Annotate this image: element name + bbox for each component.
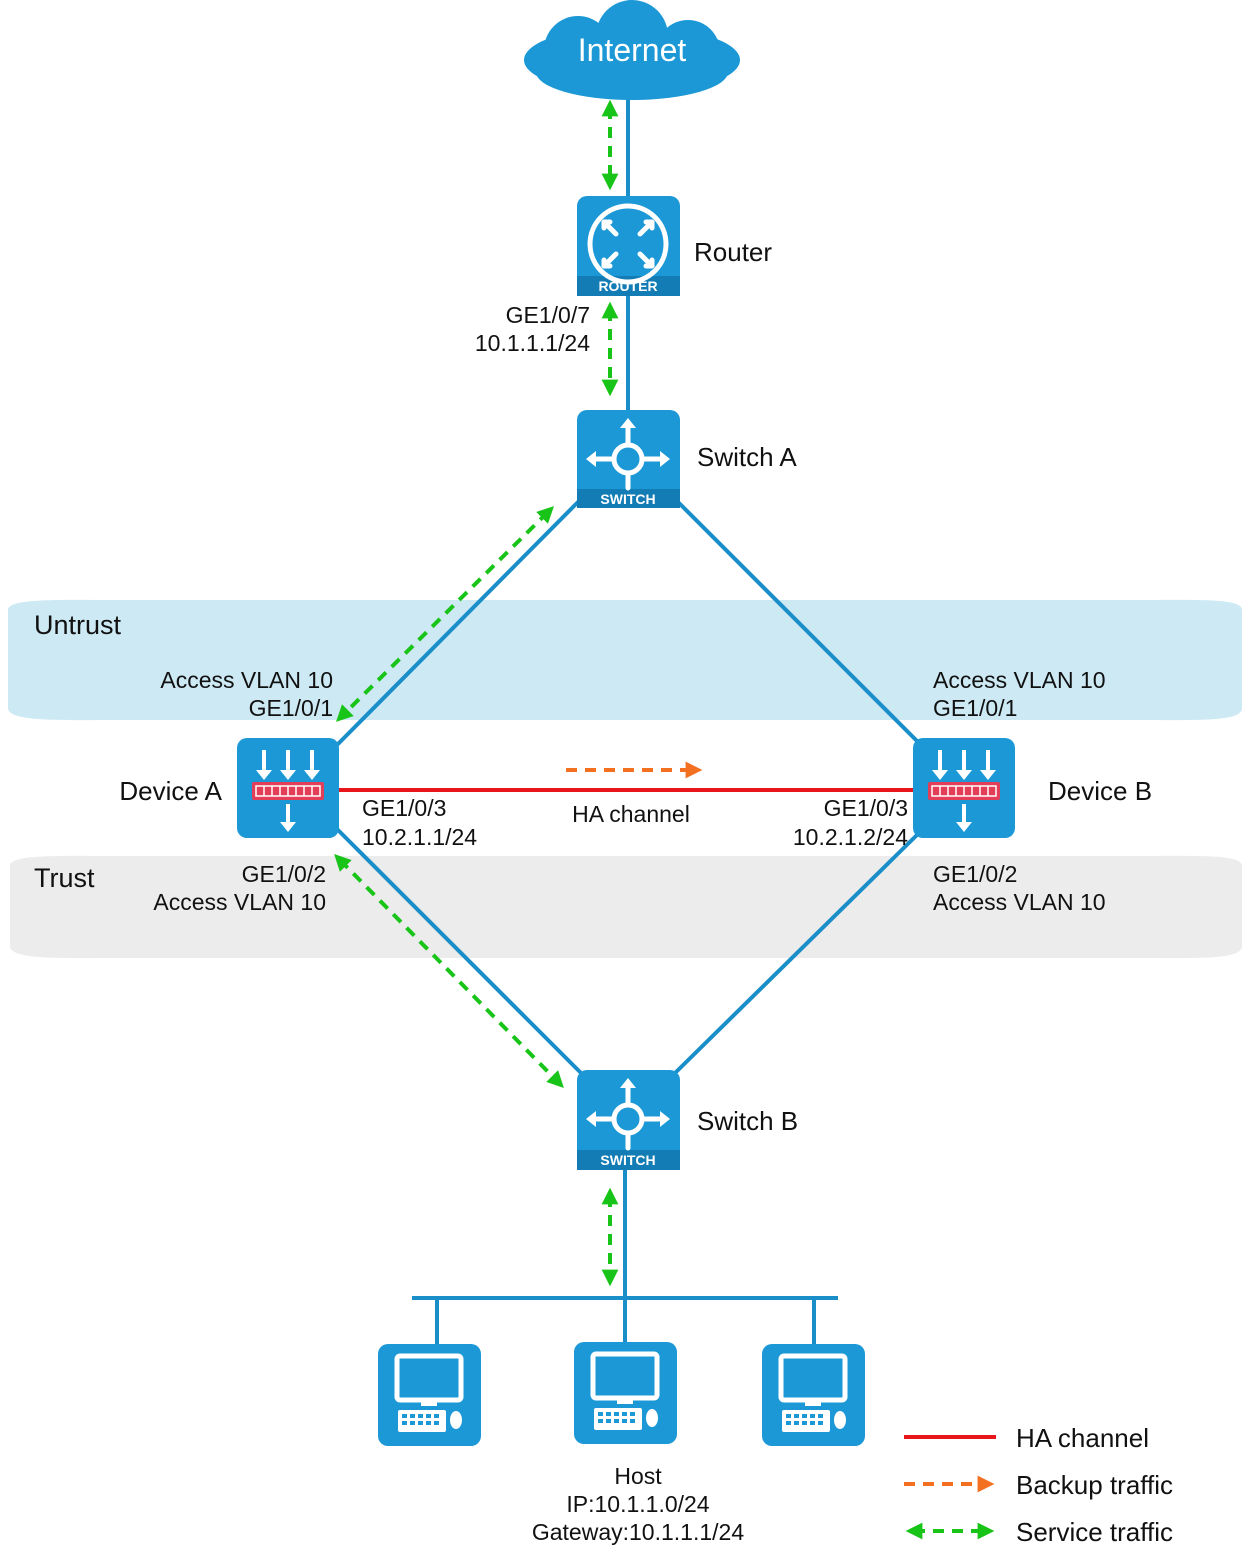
device-b-down-interface: GE1/0/2 xyxy=(933,861,1017,887)
switch-a-label: Switch A xyxy=(697,442,797,472)
device-a-up-access: Access VLAN 10 xyxy=(160,667,333,693)
router-label: Router xyxy=(694,237,772,267)
host-gateway: Gateway:10.1.1.1/24 xyxy=(532,1519,744,1545)
legend: HA channel Backup traffic Service traffi… xyxy=(904,1423,1173,1547)
switch-b-icon: SWITCH xyxy=(577,1070,680,1170)
device-b-label: Device B xyxy=(1048,776,1152,806)
internet-label: Internet xyxy=(578,32,687,68)
service-traffic xyxy=(334,99,619,1287)
link-device-b-switch-b xyxy=(670,830,922,1078)
host-pc-icon xyxy=(762,1344,865,1446)
host-label: Host xyxy=(614,1463,662,1489)
switch-b-label: Switch B xyxy=(697,1106,798,1136)
trust-zone-label: Trust xyxy=(34,863,95,893)
ha-channel-link-label: HA channel xyxy=(572,801,690,827)
device-b-ha-ip: 10.2.1.2/24 xyxy=(793,824,908,850)
device-b-up-access: Access VLAN 10 xyxy=(933,667,1106,693)
host-pc-icon xyxy=(378,1344,481,1446)
host-pc-icon xyxy=(574,1342,677,1444)
link-switch-a-device-b xyxy=(674,498,924,748)
device-a-firewall-icon xyxy=(237,738,339,838)
untrust-zone xyxy=(8,599,1242,721)
device-a-ha-interface: GE1/0/3 xyxy=(362,795,446,821)
router-badge: ROUTER xyxy=(598,278,657,294)
legend-item-service-traffic: Service traffic xyxy=(1016,1517,1173,1547)
device-a-up-interface: GE1/0/1 xyxy=(249,695,333,721)
service-traffic-switch-a-device-a xyxy=(336,506,554,722)
trust-zone xyxy=(10,855,1242,959)
router-ip: 10.1.1.1/24 xyxy=(475,330,590,356)
device-a-down-interface: GE1/0/2 xyxy=(242,861,326,887)
device-a-down-access: Access VLAN 10 xyxy=(153,889,326,915)
untrust-zone-label: Untrust xyxy=(34,610,122,640)
router-interface: GE1/0/7 xyxy=(506,302,590,328)
legend-item-ha-channel: HA channel xyxy=(1016,1423,1149,1453)
device-b-up-interface: GE1/0/1 xyxy=(933,695,1017,721)
device-b-firewall-icon xyxy=(913,738,1015,838)
internet-cloud-icon: Internet xyxy=(524,0,740,100)
service-traffic-device-a-switch-b xyxy=(334,854,564,1088)
device-b-ha-interface: GE1/0/3 xyxy=(824,795,908,821)
router-icon: ROUTER xyxy=(577,196,680,296)
switch-a-icon: SWITCH xyxy=(577,410,680,508)
host-ip: IP:10.1.1.0/24 xyxy=(566,1491,709,1517)
legend-item-backup-traffic: Backup traffic xyxy=(1016,1470,1173,1500)
device-a-ha-ip: 10.2.1.1/24 xyxy=(362,824,477,850)
switch-b-badge: SWITCH xyxy=(600,1152,655,1168)
device-a-label: Device A xyxy=(119,776,222,806)
device-b-down-access: Access VLAN 10 xyxy=(933,889,1106,915)
switch-a-badge: SWITCH xyxy=(600,491,655,507)
